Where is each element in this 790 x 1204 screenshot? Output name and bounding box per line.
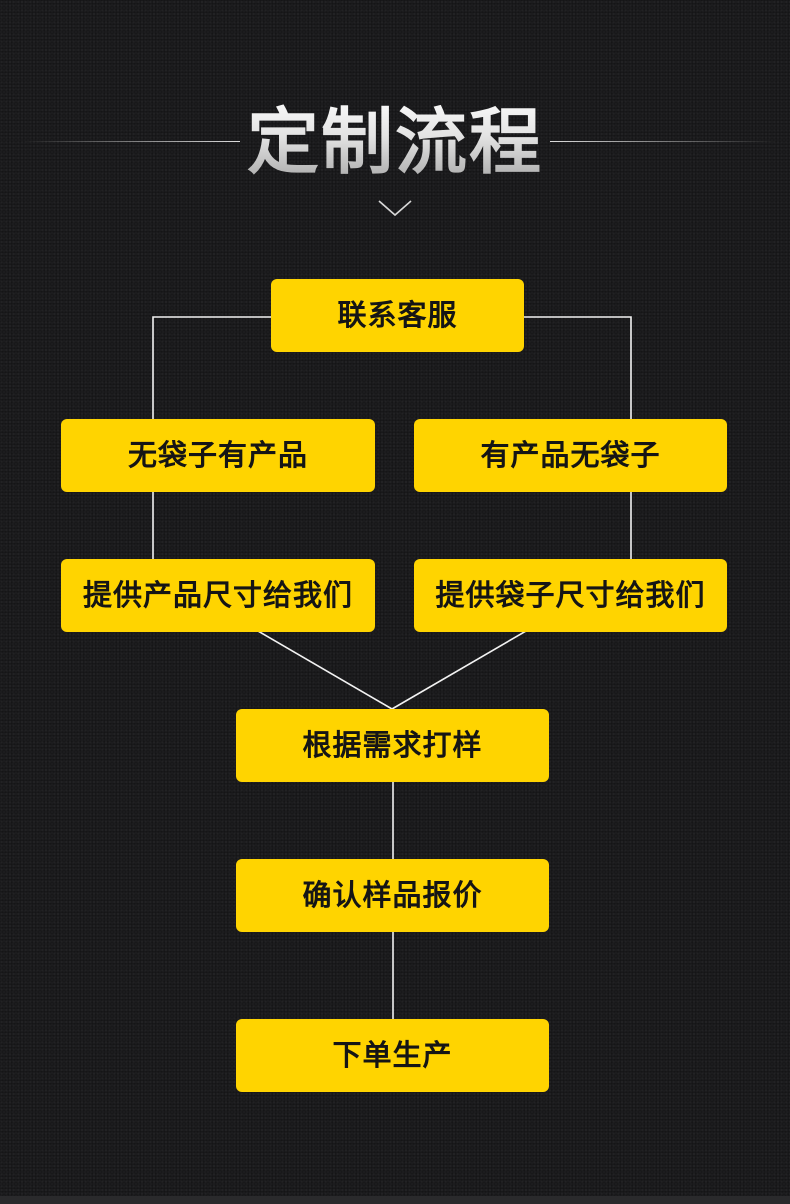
connector-product-size-to-sample	[257, 630, 393, 710]
bottom-strip	[0, 1196, 790, 1204]
step-contact-service: 联系客服	[271, 279, 524, 352]
connector-contact-to-right-branch	[523, 316, 632, 419]
connector-bag-size-to-sample	[391, 630, 527, 710]
step-provide-product-size: 提供产品尺寸给我们	[61, 559, 375, 632]
connector-contact-to-left-branch	[152, 316, 272, 419]
page-title: 定制流程	[0, 92, 790, 192]
step-provide-bag-size: 提供袋子尺寸给我们	[414, 559, 727, 632]
step-confirm-sample-quote: 确认样品报价	[236, 859, 549, 932]
title-rule-left	[22, 141, 240, 142]
step-no-bag-has-product: 无袋子有产品	[61, 419, 375, 492]
step-make-sample: 根据需求打样	[236, 709, 549, 782]
chevron-down-icon	[378, 200, 412, 217]
step-place-order: 下单生产	[236, 1019, 549, 1092]
title-rule-right	[550, 141, 776, 142]
step-has-product-no-bag: 有产品无袋子	[414, 419, 727, 492]
